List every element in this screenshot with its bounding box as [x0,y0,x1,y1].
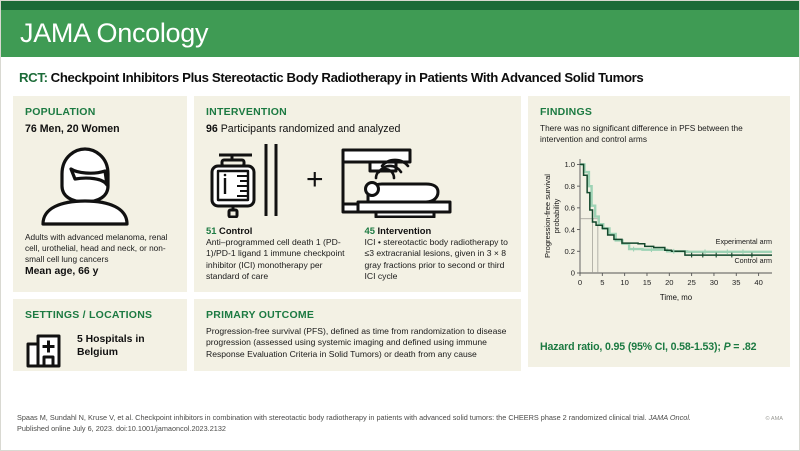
journal-masthead: JAMA Oncology [1,10,799,57]
settings-content: 5 Hospitals in Belgium [25,326,175,368]
svg-text:Time, mo: Time, mo [660,293,693,302]
primary-outcome-heading: PRIMARY OUTCOME [206,309,315,321]
svg-text:0.2: 0.2 [564,247,575,256]
experimental-arm-block: 45 Intervention ICI • stereotactic body … [365,225,510,282]
top-panel-row: POPULATION 76 Men, 20 Women Adults with … [13,96,521,292]
control-arm-number: 51 [206,225,217,236]
svg-text:40: 40 [754,278,762,287]
right-column: FINDINGS There was no significant differ… [528,96,790,371]
title-kicker: RCT: [19,70,48,85]
hazard-ratio-statement: Hazard ratio, 0.95 (95% CI, 0.58-1.53); … [540,341,757,353]
svg-text:0: 0 [571,269,575,278]
km-plot-svg: 0 5 10 15 20 25 30 35 40 0 0.2 0.4 0.6 0.8 1.0Experime… [543,159,772,302]
intervention-arms: 51 Control Anti–programmed cell death 1 … [206,225,509,282]
svg-text:25: 25 [687,278,695,287]
population-description: Adults with advanced melanoma, renal cel… [25,232,168,264]
experimental-arm-label: 45 Intervention [364,225,432,236]
findings-panel: FINDINGS There was no significant differ… [528,96,790,367]
svg-text:0.8: 0.8 [564,182,575,191]
svg-text:0.4: 0.4 [564,226,575,235]
left-column: POPULATION 76 Men, 20 Women Adults with … [13,96,521,371]
svg-text:0.6: 0.6 [564,204,575,213]
svg-text:10: 10 [620,278,628,287]
citation: Spaas M, Sundahl N, Kruse V, et al. Chec… [17,413,717,450]
svg-text:20: 20 [665,278,673,287]
iv-drip-bag-icon [206,142,292,218]
svg-text:1.0: 1.0 [564,161,575,170]
population-heading: POPULATION [25,106,96,118]
intervention-artwork: + [206,141,509,219]
top-accent-bar [1,1,799,10]
intervention-participants: 96 Participants randomized and analyzed [206,123,509,135]
svg-text:Progression-free survival: Progression-free survival [543,174,552,258]
findings-lead: There was no significant difference in P… [540,123,743,145]
experimental-arm-number: 45 [364,225,375,236]
participants-text: Participants randomized and analyzed [217,123,401,135]
footer: Spaas M, Sundahl N, Kruse V, et al. Chec… [1,404,799,450]
primary-outcome-text: Progression-free survival (PFS), defined… [206,326,507,359]
primary-outcome-panel: PRIMARY OUTCOME Progression-free surviva… [194,299,521,371]
settings-panel: SETTINGS / LOCATIONS [13,299,187,371]
svg-text:15: 15 [643,278,651,287]
person-avatar-icon [31,144,175,226]
journal-title: JAMA Oncology [20,18,209,48]
experimental-arm-text: ICI • stereotactic body radiotherapy to … [364,237,508,282]
svg-text:Control arm: Control arm [734,257,772,266]
p-symbol: P [723,341,731,353]
p-value: = .82 [730,341,757,353]
copyright-mark: © AMA [765,416,784,422]
page-title: RCT:Checkpoint Inhibitors Plus Stereotac… [19,70,781,85]
article-title-row: RCT:Checkpoint Inhibitors Plus Stereotac… [1,57,799,96]
svg-text:35: 35 [732,278,740,287]
intervention-heading: INTERVENTION [206,106,287,118]
intervention-panel: INTERVENTION 96 Participants randomized … [194,96,521,292]
svg-text:5: 5 [600,278,604,287]
control-arm-text: Anti–programmed cell death 1 (PD-1)/PD-1… [206,237,345,282]
hazard-ratio-text: Hazard ratio, 0.95 (95% CI, 0.58-1.53); [540,341,724,353]
svg-text:probability: probability [552,199,561,234]
control-arm-block: 51 Control Anti–programmed cell death 1 … [206,225,351,282]
citation-main: Spaas M, Sundahl N, Kruse V, et al. Chec… [17,413,649,422]
citation-doi: Published online July 6, 2023. doi:10.10… [17,423,226,433]
panels-grid: POPULATION 76 Men, 20 Women Adults with … [1,96,799,371]
plus-sign: + [306,163,324,196]
population-panel: POPULATION 76 Men, 20 Women Adults with … [13,96,187,292]
settings-label: 5 Hospitals in Belgium [77,334,145,358]
svg-text:Experimental arm: Experimental arm [716,238,772,247]
hospital-icon [25,326,69,368]
bottom-panel-row: SETTINGS / LOCATIONS [13,299,521,371]
control-arm-label: 51 Control [206,225,253,236]
journal-name: JAMA Oncol. [648,413,691,422]
population-mean-age: Mean age, 66 y [25,266,99,278]
participants-number: 96 [206,123,218,135]
population-counts: 76 Men, 20 Women [25,123,120,135]
findings-heading: FINDINGS [540,106,593,118]
settings-heading: SETTINGS / LOCATIONS [25,309,153,321]
svg-text:30: 30 [710,278,718,287]
radiotherapy-machine-icon [338,142,468,218]
svg-text:0: 0 [578,278,582,287]
title-text: Checkpoint Inhibitors Plus Stereotactic … [50,70,644,85]
